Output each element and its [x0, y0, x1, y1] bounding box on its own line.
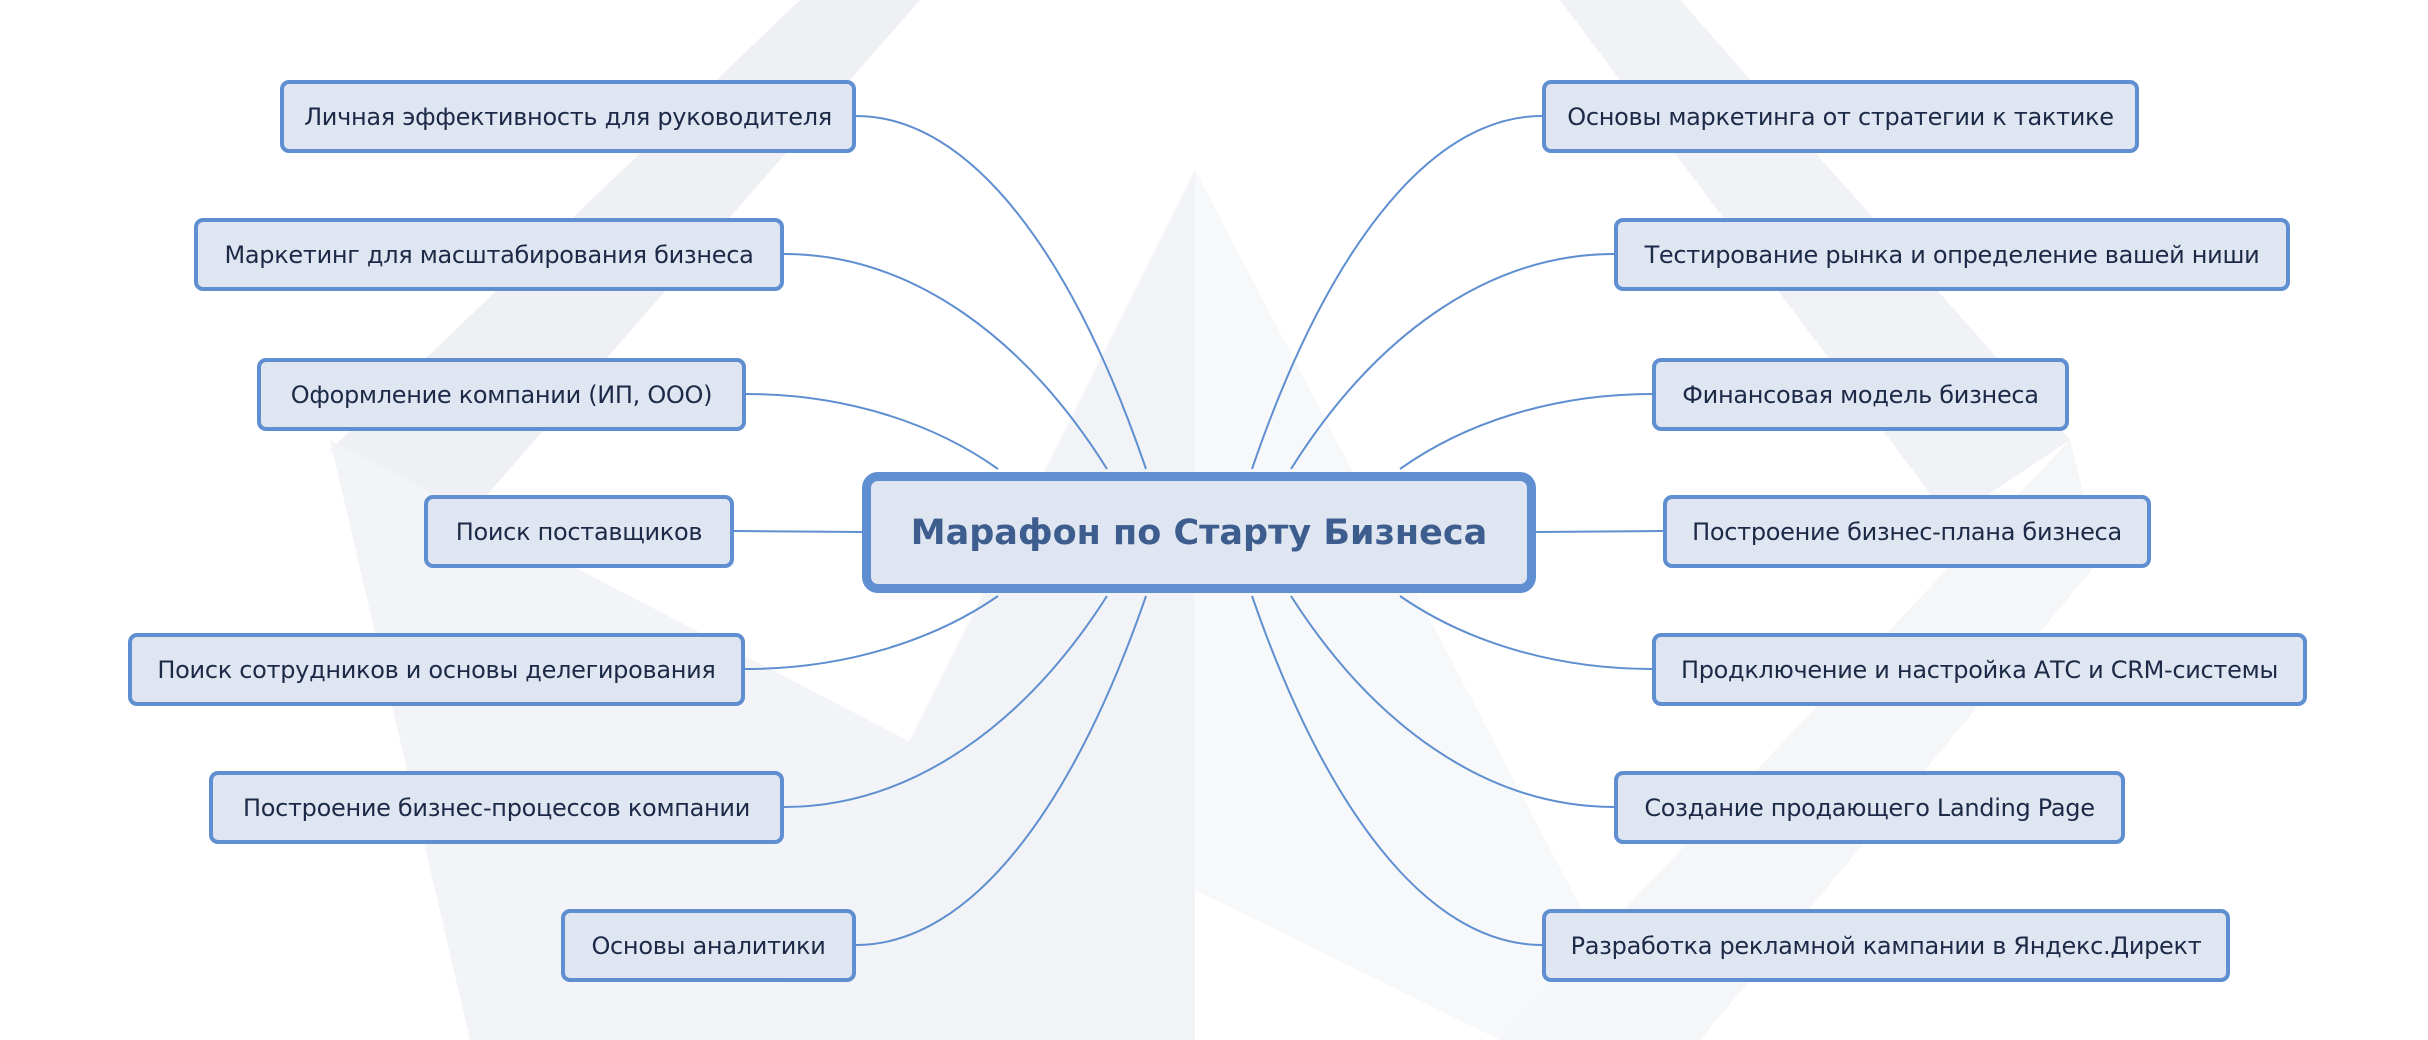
left-topic-label: Построение бизнес-процессов компании — [242, 793, 751, 822]
right-topic-node[interactable]: Тестирование рынка и определение вашей н… — [1614, 218, 2290, 291]
left-topic-node[interactable]: Маркетинг для масштабирования бизнеса — [194, 218, 784, 291]
connector-line — [1535, 530, 1664, 533]
left-topic-label: Оформление компании (ИП, ООО) — [290, 380, 713, 409]
left-topic-label: Личная эффективность для руководителя — [304, 102, 832, 131]
right-topic-label: Финансовая модель бизнеса — [1682, 380, 2039, 409]
right-topic-node[interactable]: Построение бизнес-плана бизнеса — [1663, 495, 2151, 568]
left-topic-label: Поиск сотрудников и основы делегирования — [157, 655, 716, 684]
connector-line — [1399, 595, 1653, 670]
left-topic-node[interactable]: Поиск сотрудников и основы делегирования — [128, 633, 745, 706]
connector-line — [1290, 595, 1615, 808]
left-topic-node[interactable]: Поиск поставщиков — [424, 495, 734, 568]
left-topic-node[interactable]: Построение бизнес-процессов компании — [209, 771, 784, 844]
connector-line — [1251, 115, 1543, 470]
right-topic-label: Разработка рекламной кампании в Яндекс.Д… — [1570, 931, 2202, 960]
connector-line — [744, 595, 999, 670]
right-topic-label: Тестирование рынка и определение вашей н… — [1644, 240, 2260, 269]
watermark-shape — [1195, 170, 1650, 1040]
connector-line — [855, 595, 1147, 946]
left-topic-label: Маркетинг для масштабирования бизнеса — [224, 240, 754, 269]
right-topic-node[interactable]: Продключение и настройка АТС и CRM-систе… — [1652, 633, 2307, 706]
left-topic-node[interactable]: Оформление компании (ИП, ООО) — [257, 358, 746, 431]
connector-line — [733, 530, 863, 533]
connector-line — [783, 253, 1108, 470]
right-topic-label: Продключение и настройка АТС и CRM-систе… — [1680, 655, 2279, 684]
connector-line — [1399, 393, 1653, 470]
left-topic-node[interactable]: Личная эффективность для руководителя — [280, 80, 856, 153]
connector-line — [783, 595, 1108, 808]
right-topic-node[interactable]: Создание продающего Landing Page — [1614, 771, 2125, 844]
right-topic-label: Основы маркетинга от стратегии к тактике — [1567, 102, 2114, 131]
watermark-shape — [1500, 440, 2100, 1040]
left-topic-label: Основы аналитики — [591, 931, 826, 960]
right-topic-node[interactable]: Финансовая модель бизнеса — [1652, 358, 2069, 431]
connector-line — [855, 115, 1147, 470]
right-topic-node[interactable]: Основы маркетинга от стратегии к тактике — [1542, 80, 2139, 153]
watermark-shape — [760, 170, 1195, 1040]
central-topic[interactable]: Марафон по Старту Бизнеса — [862, 472, 1536, 593]
connector-line — [1290, 253, 1615, 470]
connector-line — [745, 393, 999, 470]
connector-line — [1251, 595, 1543, 946]
central-topic-label: Марафон по Старту Бизнеса — [910, 512, 1488, 553]
left-topic-node[interactable]: Основы аналитики — [561, 909, 856, 982]
right-topic-label: Создание продающего Landing Page — [1644, 793, 2095, 822]
left-topic-label: Поиск поставщиков — [455, 517, 703, 546]
right-topic-label: Построение бизнес-плана бизнеса — [1692, 517, 2122, 546]
right-topic-node[interactable]: Разработка рекламной кампании в Яндекс.Д… — [1542, 909, 2230, 982]
